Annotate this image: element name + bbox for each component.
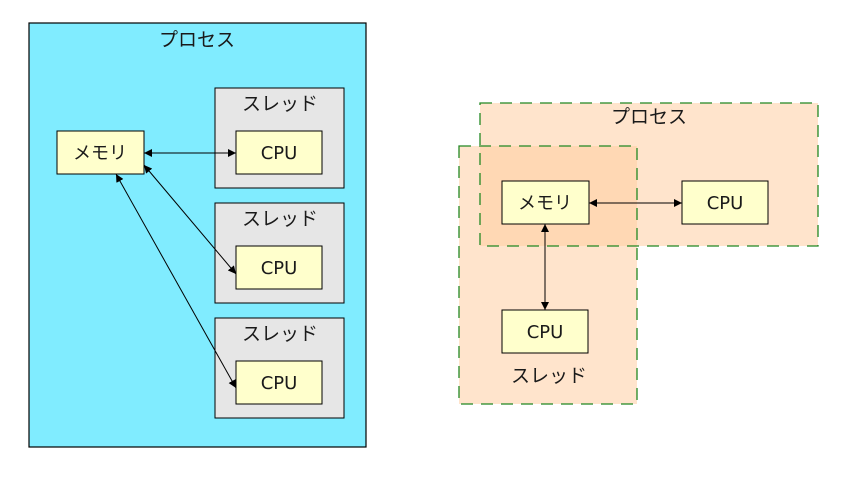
- thread-box: スレッド CPU: [214, 87, 345, 189]
- memory-label: メモリ: [518, 193, 572, 214]
- left-process-diagram: プロセス メモリ スレッド CPU スレッド CPU スレッド CPU: [28, 22, 367, 448]
- cpu-node: [235, 130, 323, 175]
- thread-label: スレッド: [242, 93, 318, 115]
- thread-region-border: [458, 145, 638, 405]
- cpu-node: [681, 180, 769, 225]
- process-label: プロセス: [611, 106, 687, 128]
- cpu-label: CPU: [261, 143, 298, 164]
- thread-box: スレッド CPU: [214, 202, 345, 304]
- thread-cpu-label: CPU: [527, 322, 564, 343]
- cpu-node: [235, 245, 323, 290]
- thread-cpu-node: [501, 309, 589, 354]
- cpu-label: CPU: [261, 258, 298, 279]
- thread-label: スレッド: [511, 365, 587, 387]
- memory-node: [501, 180, 590, 225]
- memory-cpu-arrow: [115, 173, 237, 389]
- memory-label: メモリ: [73, 143, 127, 164]
- memory-node: [56, 130, 145, 175]
- thread-label: スレッド: [242, 208, 318, 230]
- cpu-label: CPU: [261, 373, 298, 394]
- cpu-label: CPU: [707, 193, 744, 214]
- right-process-diagram: プロセス メモリ CPU CPU スレッド: [458, 102, 819, 405]
- process-region-border: [479, 102, 819, 247]
- thread-box: スレッド CPU: [214, 317, 345, 419]
- process-label: プロセス: [159, 29, 235, 51]
- thread-label: スレッド: [242, 323, 318, 345]
- cpu-node: [235, 360, 323, 405]
